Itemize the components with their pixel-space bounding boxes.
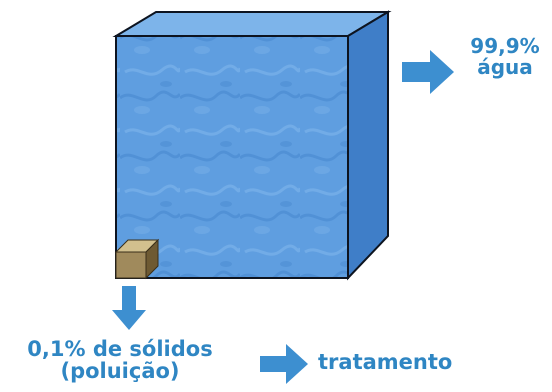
arrow-right-icon <box>402 50 454 94</box>
water-label: 99,9% água <box>458 36 552 78</box>
cube-side-face <box>347 10 389 281</box>
solids-label: 0,1% de sólidos (poluição) <box>4 338 236 382</box>
cube-top-face <box>112 11 392 37</box>
arrow-right-icon <box>260 344 308 384</box>
solids-line1-text: 0,1% de sólidos <box>27 337 213 361</box>
arrow-down-icon <box>112 286 146 330</box>
solids-block <box>114 238 160 280</box>
water-word-text: água <box>477 55 533 79</box>
water-percent-text: 99,9% <box>470 34 540 58</box>
cube-front-face <box>115 35 349 279</box>
solids-line2-text: (poluição) <box>60 359 180 384</box>
treatment-label: tratamento <box>318 350 453 374</box>
